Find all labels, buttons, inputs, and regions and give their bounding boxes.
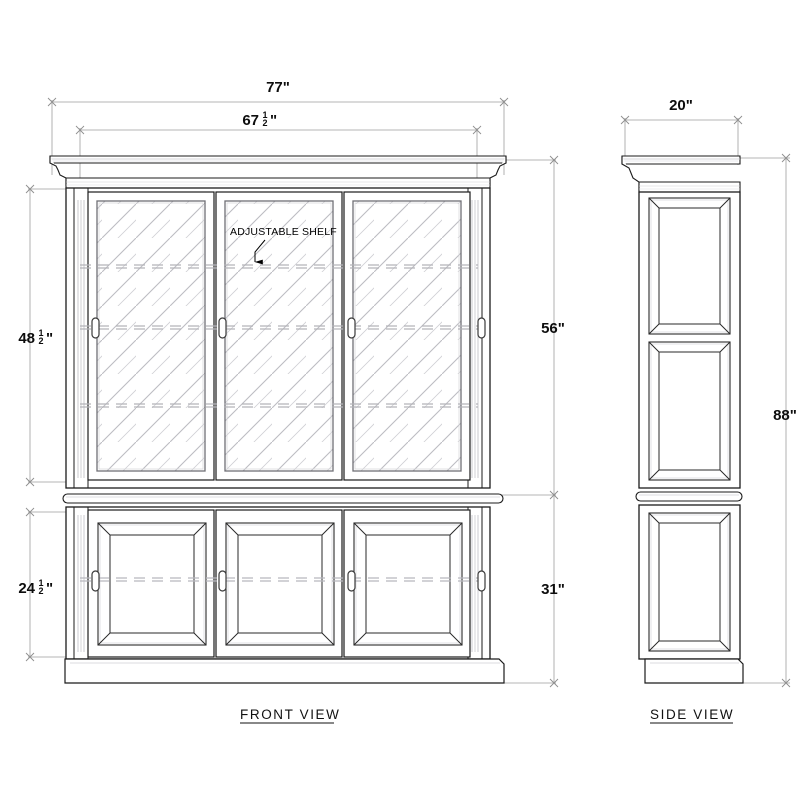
door-handle[interactable] bbox=[477, 317, 486, 339]
dim-label-lower-height-unit: " bbox=[46, 580, 53, 597]
dim-label-lower-height-whole: 24 bbox=[18, 580, 35, 597]
front-view-label: FRONT VIEW bbox=[240, 707, 341, 722]
door-handle[interactable] bbox=[218, 317, 227, 339]
dim-label-lower-case-height: 31" bbox=[541, 581, 565, 598]
front-dim-ticks bbox=[25, 97, 559, 688]
dim-label-lower-height-denominator: 2 bbox=[38, 586, 43, 596]
lower-panel-door[interactable] bbox=[87, 509, 215, 658]
dim-label-case-width-denominator: 2 bbox=[262, 118, 267, 128]
dim-label-upper-height-unit: " bbox=[46, 330, 53, 347]
dim-label-depth: 20" bbox=[669, 97, 693, 114]
side-view-cabinet bbox=[621, 155, 744, 684]
lower-panel-door[interactable] bbox=[215, 509, 343, 658]
side-mid-rail bbox=[635, 491, 743, 502]
side-dim-ticks bbox=[620, 115, 791, 688]
adjustable-shelf-annotation: ADJUSTABLE SHELF bbox=[230, 226, 337, 265]
dim-label-overall-width: 77" bbox=[266, 79, 290, 96]
side-recessed-panel bbox=[648, 512, 731, 652]
side-recessed-panel bbox=[648, 197, 731, 335]
door-handle[interactable] bbox=[347, 317, 356, 339]
dim-label-case-width-unit: " bbox=[270, 112, 277, 129]
upper-glass-door[interactable] bbox=[215, 191, 343, 481]
side-view-label-group: SIDE VIEW bbox=[650, 707, 734, 724]
dim-label-case-width-numerator: 1 bbox=[262, 110, 267, 120]
adjustable-shelf-line bbox=[80, 403, 478, 408]
door-handle[interactable] bbox=[91, 570, 100, 592]
crown-molding bbox=[49, 155, 507, 189]
lower-shelf-line bbox=[80, 577, 478, 582]
dim-label-lower-height-numerator: 1 bbox=[38, 578, 43, 588]
side-recessed-panel bbox=[648, 341, 731, 481]
lower-panel-door[interactable] bbox=[343, 509, 471, 658]
dim-label-upper-height-numerator: 1 bbox=[38, 328, 43, 338]
dim-label-lower-height-group: 24 1 2 " bbox=[18, 578, 53, 597]
adjustable-shelf-line bbox=[80, 264, 478, 269]
dim-label-overall-height: 88" bbox=[773, 407, 797, 424]
door-handle[interactable] bbox=[218, 570, 227, 592]
mid-rail bbox=[62, 493, 504, 504]
adjustable-shelf-label: ADJUSTABLE SHELF bbox=[230, 226, 337, 238]
upper-glass-door[interactable] bbox=[343, 191, 471, 481]
dim-label-upper-height-group: 48 1 2 " bbox=[18, 328, 53, 347]
front-view-cabinet bbox=[49, 155, 507, 684]
dim-label-upper-height-denominator: 2 bbox=[38, 336, 43, 346]
side-view-label: SIDE VIEW bbox=[650, 707, 734, 722]
side-crown-molding bbox=[621, 155, 741, 193]
door-handle[interactable] bbox=[477, 570, 486, 592]
adjustable-shelf-leader-arrow-icon bbox=[254, 239, 266, 265]
dim-label-upper-height-whole: 48 bbox=[18, 330, 35, 347]
front-view-label-group: FRONT VIEW bbox=[240, 707, 341, 724]
door-handle[interactable] bbox=[347, 570, 356, 592]
upper-glass-door[interactable] bbox=[87, 191, 215, 481]
side-base-plinth bbox=[644, 658, 744, 684]
dim-label-upper-case-height: 56" bbox=[541, 320, 565, 337]
dim-label-case-width-whole: 67 bbox=[242, 112, 259, 129]
adjustable-shelf-line bbox=[80, 325, 478, 330]
door-handle[interactable] bbox=[91, 317, 100, 339]
dim-label-case-width-group: 67 1 2 " bbox=[242, 110, 277, 129]
base-plinth bbox=[64, 658, 505, 684]
